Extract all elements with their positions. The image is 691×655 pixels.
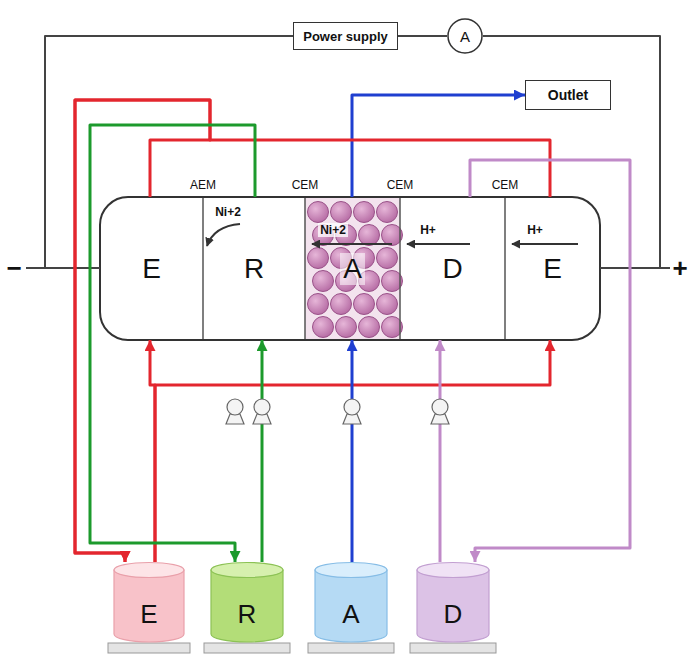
flow-tube <box>351 340 354 562</box>
drawing-part <box>504 198 506 339</box>
resin-bead <box>336 317 357 338</box>
flow-tube <box>439 340 442 562</box>
box-label: Outlet <box>548 87 588 103</box>
membrane-label: CEM <box>387 178 414 192</box>
tank-wall <box>315 570 387 642</box>
resin-bead <box>354 294 375 315</box>
membrane-label: CEM <box>492 178 519 192</box>
tank: A <box>314 562 388 642</box>
drawing-part <box>407 243 470 245</box>
cell-housing <box>100 197 600 340</box>
compartment-letter: E <box>140 599 157 630</box>
flow-tube <box>261 340 264 562</box>
pump-symbols <box>226 399 449 424</box>
tank-wall <box>114 570 184 642</box>
ion-arrows <box>207 224 578 246</box>
resin-bead <box>308 202 329 223</box>
flow-tube <box>470 160 630 562</box>
electrode-compartment: E <box>505 197 600 340</box>
compartment-letter: R <box>244 253 264 285</box>
pump-head <box>254 399 270 415</box>
compartment-letter: R <box>238 599 257 630</box>
resin-bead <box>359 317 380 338</box>
ion-label: Ni+2 <box>318 223 348 237</box>
drawing-part <box>410 643 496 653</box>
tank-rim <box>211 563 283 578</box>
drawing-part <box>45 36 660 562</box>
membrane-label: AEM <box>190 178 216 192</box>
tank-rim <box>315 563 387 578</box>
resin-bead <box>377 248 398 269</box>
ion-label: Ni+2 <box>215 205 241 219</box>
tank-stands <box>108 643 496 653</box>
compartment-letter: A <box>342 599 359 630</box>
tank-wall <box>417 570 489 642</box>
flow-tube <box>75 100 550 562</box>
tank: D <box>416 562 490 642</box>
resin-bead <box>313 317 334 338</box>
dilute-compartment: D <box>400 197 505 340</box>
outlet-box: Outlet <box>525 80 611 110</box>
flow-tube <box>75 100 210 562</box>
drawing-part <box>308 643 394 653</box>
box-label: Power supply <box>303 29 388 44</box>
resin-bead <box>377 202 398 223</box>
tank-rim <box>417 563 489 578</box>
ammeter-symbol: A <box>447 18 483 54</box>
resin-bed <box>305 198 400 339</box>
drawing-part <box>660 267 670 269</box>
flow-tube <box>352 95 525 197</box>
electrode-compartment: E <box>100 197 203 340</box>
compartment-letter: E <box>142 253 161 285</box>
ion-label: H+ <box>420 223 436 237</box>
tank-rim <box>114 563 184 578</box>
resin-bead <box>308 294 329 315</box>
drawing-part <box>399 198 401 339</box>
pump-symbol <box>226 399 244 424</box>
pump-symbol <box>253 399 271 424</box>
resin-beads <box>308 202 403 338</box>
resin-bead <box>308 248 329 269</box>
anolyte-compartment: A <box>305 197 400 340</box>
flow-tube <box>90 125 255 562</box>
resin-bead <box>331 202 352 223</box>
flow-tube <box>155 340 550 562</box>
pump-head <box>344 399 360 415</box>
compartment-letter: A <box>340 253 365 285</box>
drawing-part <box>202 198 204 339</box>
drawing-part <box>304 198 306 339</box>
compartment-letter: A <box>460 28 470 45</box>
pump-symbol <box>343 399 361 424</box>
tank-wall <box>211 570 283 642</box>
resin-bead <box>377 294 398 315</box>
pump-head <box>227 399 243 415</box>
power-supply-box: Power supply <box>293 22 398 50</box>
terminal-sign: − <box>6 253 21 284</box>
drawing-part <box>26 267 45 269</box>
resin-bead <box>331 294 352 315</box>
ammeter-outline <box>448 19 482 53</box>
terminal-sign: + <box>672 253 687 284</box>
membrane-label: CEM <box>292 178 319 192</box>
power-wire <box>398 35 447 37</box>
resin-bead <box>313 271 334 292</box>
drawing-part <box>207 224 240 246</box>
pump-head <box>432 399 448 415</box>
tank: R <box>210 562 284 642</box>
drawing-part <box>108 643 190 653</box>
drawing-part <box>204 643 290 653</box>
compartment-letter: D <box>444 599 463 630</box>
tank: E <box>113 562 185 642</box>
ion-label: H+ <box>527 223 543 237</box>
pump-symbol <box>431 399 449 424</box>
resin-bead <box>359 225 380 246</box>
drawing-part <box>512 243 578 245</box>
compartment-letter: E <box>543 253 562 285</box>
membranes <box>203 198 505 339</box>
power-wire <box>483 36 660 268</box>
drawing-part <box>312 243 392 245</box>
resin-bead <box>354 202 375 223</box>
compartment-letter: D <box>442 253 462 285</box>
